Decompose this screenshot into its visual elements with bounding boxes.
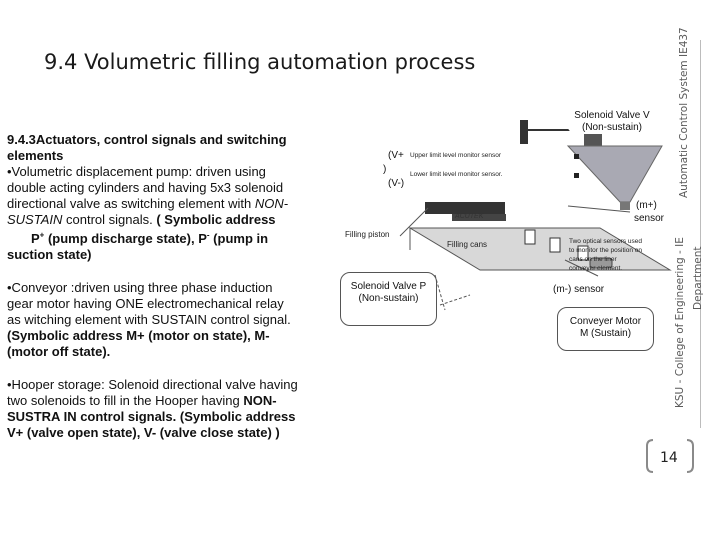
optical-note-line3: cans on the liner [569, 256, 617, 263]
pump-heading-line2: elements [7, 148, 64, 163]
conveyor-line2: gear motor having ONE electromechanical … [7, 296, 284, 311]
conveyor-motor-box: Conveyer Motor M (Sustain) [557, 307, 654, 351]
conveyor-motor [589, 257, 613, 269]
department-label-line2: Department [692, 246, 704, 310]
optical-note-line1: Two optical sensors used [569, 238, 642, 245]
hooper-line3: SUSTRA IN control signals. (Symbolic add… [7, 409, 296, 424]
paren-label: ) [383, 164, 387, 175]
piston-pointer [399, 207, 429, 237]
lower-limit-sensor-label: Lower limit level monitor sensor. [410, 171, 503, 178]
m-minus-sensor-line [564, 259, 599, 277]
sidebar-divider [700, 40, 701, 428]
hooper-line2: two solenoids to fill in the Hooper havi… [7, 393, 277, 408]
v-minus-label: (V-) [388, 178, 405, 189]
valve-p-line2: (Non-sustain) [358, 293, 419, 304]
pump-line1: •Volumetric displacement pump: driven us… [7, 164, 266, 179]
valve-p-line1: Solenoid Valve P [350, 281, 427, 292]
solenoid-valve-v-label: Solenoid Valve V (Non-sustain) [567, 110, 657, 134]
m-minus-sensor-label: (m-) sensor [553, 284, 605, 295]
valve-v-line2: (Non-sustain) [581, 122, 643, 133]
m-plus-sensor-label: sensor [634, 213, 665, 224]
upper-sensor-marker [574, 154, 579, 159]
supply-pipe [520, 120, 528, 144]
hopper-outlet [620, 202, 630, 210]
can [549, 237, 561, 253]
pump-line5: P+ (pump discharge state), P- (pump in [31, 231, 269, 247]
slide-title: 9.4 Volumetric filling automation proces… [44, 50, 476, 74]
valve-p-line [439, 294, 471, 306]
can [577, 245, 589, 261]
optical-note-line2: to monitor the position on [569, 247, 642, 254]
conveyor-line1: •Conveyor :driven using three phase indu… [7, 280, 273, 295]
m-plus-sensor-line [567, 205, 631, 213]
hooper-line4: V+ (valve open state), V- (valve close s… [7, 425, 280, 440]
pump-heading-line1: 9.4.3Actuators, control signals and swit… [7, 132, 287, 147]
can [524, 229, 536, 245]
solenoid-valve-p-box: Solenoid Valve P (Non-sustain) [340, 272, 437, 326]
cylinder-rod [452, 214, 506, 221]
m-plus-label: (m+) [636, 200, 657, 211]
conveyor-line4: (Symbolic address M+ (motor on state), M… [7, 328, 270, 343]
filling-piston-label: Filling piston [345, 230, 390, 239]
filling-machine-diagram [399, 120, 672, 311]
filling-cylinder [425, 202, 505, 214]
conveyor-line3: as witching element with SUSTAIN control… [7, 312, 291, 327]
optical-sensors-note: Two optical sensors used to monitor the … [569, 237, 642, 273]
paragraph-pump: 9.4.3Actuators, control signals and swit… [7, 132, 337, 263]
pump-line4: SUSTAIN control signals. ( Symbolic addr… [7, 212, 276, 227]
filling-cans-label: Filling cans [447, 240, 488, 249]
lower-sensor-marker [574, 173, 579, 178]
motor-line2: M (Sustain) [579, 328, 632, 339]
motor-line1: Conveyer Motor [569, 316, 642, 327]
pump-line3: directional valve as switching element w… [7, 196, 289, 211]
valve-v-line1: Solenoid Valve V [574, 110, 650, 121]
hopper [566, 145, 663, 203]
acutek-logo: ACUTEK [455, 213, 484, 220]
pump-line2: double acting cylinders and having 5x3 s… [7, 180, 284, 195]
solenoid-valve-v [584, 132, 602, 148]
pump-line6: suction state) [7, 247, 92, 263]
v-plus-label: (V+ [388, 150, 404, 161]
paragraph-conveyor: •Conveyor :driven using three phase indu… [7, 280, 337, 360]
page-number-frame [646, 439, 694, 473]
hooper-line1: •Hooper storage: Solenoid directional va… [7, 377, 298, 392]
paragraph-hooper: •Hooper storage: Solenoid directional va… [7, 377, 337, 441]
page-number: 14 [660, 450, 678, 466]
conveyor-line5: (motor off state). [7, 344, 111, 359]
upper-limit-sensor-label: Upper limit level monitor sensor [410, 152, 502, 159]
optical-note-line4: conveyer element. [569, 265, 623, 272]
